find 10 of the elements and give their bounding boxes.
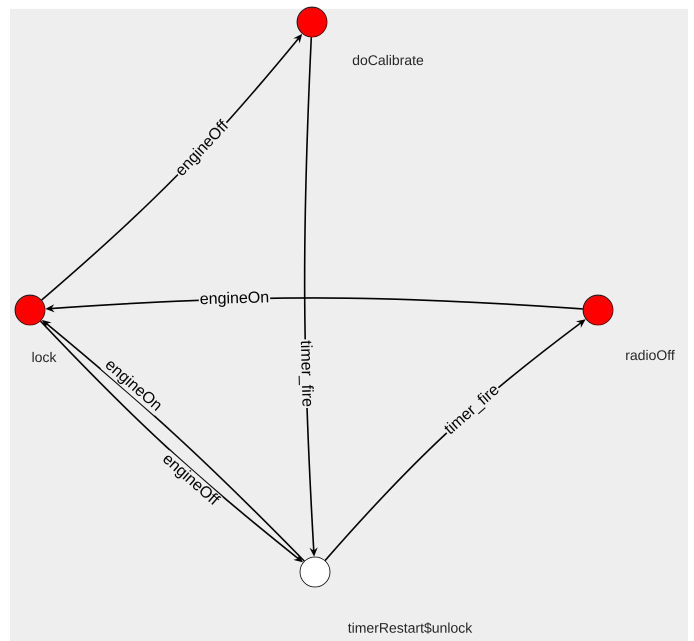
state-label: timerRestart$unlock [348, 622, 472, 634]
state-label: lock [32, 352, 56, 362]
state-circle [14, 294, 46, 326]
edge-label: timer_fire [298, 340, 314, 406]
state-circle [582, 294, 614, 326]
state-circle [296, 6, 328, 38]
edge-label: engineOn [200, 292, 268, 307]
state-circle [300, 556, 330, 588]
state-label: radioOff [626, 350, 675, 360]
state-label: doCalibrate [352, 54, 424, 66]
